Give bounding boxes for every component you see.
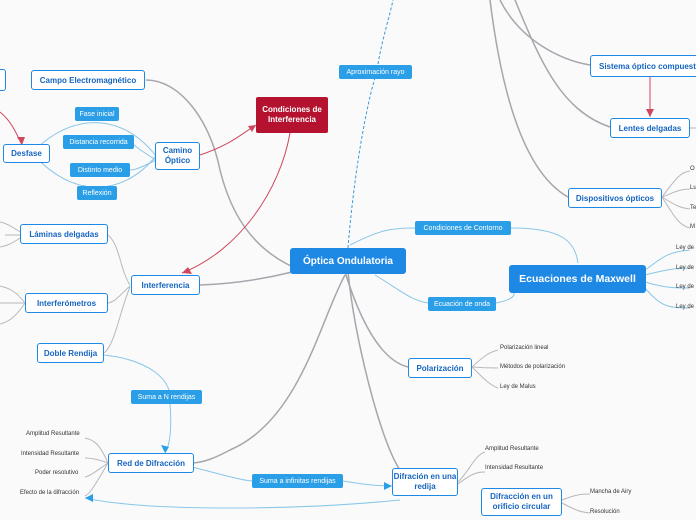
condiciones-contorno-pill[interactable]: Condiciones de Contorno — [415, 221, 511, 235]
central-topic[interactable]: Óptica Ondulatoria — [290, 248, 406, 274]
maxwell-leaf-1[interactable]: Ley de — [676, 245, 695, 251]
orificio-leaf-airy[interactable]: Mancha de Airy — [590, 489, 632, 495]
doble-rendija-node[interactable]: Doble Rendija — [37, 343, 104, 363]
link-central-difraccion — [347, 271, 401, 471]
dispositivos-opticos-node[interactable]: Dispositivos ópticos — [568, 188, 662, 208]
difraccion-orificio-node[interactable]: Difracción en un orificio circular — [481, 488, 562, 516]
maxwell-leaf-3[interactable]: Ley de — [676, 284, 695, 290]
link-central-campo — [145, 79, 301, 271]
link-maxwell-ley3 — [644, 281, 691, 289]
link-contorno-maxwell — [510, 227, 579, 264]
red-difraccion-node[interactable]: Red de Difracción — [108, 453, 194, 473]
link-dashed-aproximacion — [347, 0, 394, 249]
difraccion-rendija-node[interactable]: Difración en una redija — [392, 468, 458, 496]
difr-leaf-amplitud[interactable]: Amplitud Resultante — [485, 446, 539, 452]
dispositivos-leaf-3[interactable]: Te — [690, 205, 696, 211]
link-offscreen-desfase — [0, 111, 23, 146]
link-difr-efecto — [84, 497, 401, 509]
aproximacion-rayo-pill[interactable]: Aproximación rayo — [339, 65, 412, 79]
sistema-optico-node[interactable]: Sistema óptico compuesto — [590, 55, 696, 77]
ecuacion-onda-pill[interactable]: Ecuación de onda — [428, 297, 496, 311]
link-laminas-leaves — [0, 221, 21, 248]
red-leaf-intensidad[interactable]: Intensidad Resultante — [21, 451, 80, 457]
interferometros-node[interactable]: Interferómetros — [25, 293, 108, 313]
link-maxwell-ley2 — [644, 267, 691, 276]
maxwell-equations-node[interactable]: Ecuaciones de Maxwell — [509, 265, 646, 293]
link-top-sistema — [499, 0, 591, 66]
link-central-polarizacion — [344, 271, 409, 368]
link-polar-leaves — [471, 349, 499, 389]
link-interf-leaves — [0, 285, 26, 325]
maxwell-leaf-2[interactable]: Ley de — [676, 265, 695, 271]
link-orificio-leaves — [561, 493, 591, 514]
condiciones-interferencia-node[interactable]: Condiciones de Interferencia — [256, 97, 328, 133]
polarizacion-node[interactable]: Polarización — [408, 358, 472, 378]
link-difr-leaves — [457, 451, 486, 485]
link-red-sumainf — [187, 465, 253, 482]
suma-n-rendijas-pill[interactable]: Suma a N rendijas — [131, 390, 202, 404]
link-camino-desfase-top — [34, 122, 157, 157]
maxwell-leaf-4[interactable]: Ley de — [676, 304, 695, 310]
pill-fase-inicial[interactable]: Fase inicial — [75, 107, 119, 121]
red-leaf-poder[interactable]: Poder resolutivo — [35, 470, 79, 476]
polar-leaf-metodos[interactable]: Métodos de polarización — [500, 364, 566, 370]
offscreen-node-left[interactable] — [0, 69, 6, 91]
pill-reflexion[interactable]: Reflexión — [77, 186, 117, 200]
link-interf-laminas — [107, 234, 131, 286]
link-red-leaves — [84, 437, 109, 497]
link-camino-medio — [129, 159, 157, 171]
arrowheads — [17, 109, 654, 274]
polar-leaf-lineal[interactable]: Polarización lineal — [500, 345, 549, 351]
link-central-red — [192, 274, 346, 464]
link-central-ecuacion — [374, 274, 429, 304]
desfase-node[interactable]: Desfase — [3, 144, 50, 163]
orificio-leaf-resolucion[interactable]: Resolución — [590, 509, 620, 515]
suma-infinitas-pill[interactable]: Suma a infinitas rendijas — [252, 474, 343, 488]
lentes-delgadas-node[interactable]: Lentes delgadas — [610, 118, 690, 138]
camino-optico-node[interactable]: Camino Óptico — [155, 142, 200, 170]
link-interf-interferometros — [107, 285, 131, 304]
dispositivos-leaf-2[interactable]: Lu — [690, 185, 696, 191]
link-maxwell-ley1 — [644, 249, 691, 271]
link-central-interferencia — [199, 271, 293, 286]
pill-distancia-recorrida[interactable]: Distancia recorrida — [63, 135, 134, 149]
link-dispositivos-leaves — [661, 170, 691, 229]
link-sumaN-red — [164, 403, 172, 454]
polar-leaf-malus[interactable]: Ley de Malus — [500, 384, 536, 390]
red-leaf-efecto[interactable]: Efecto de la difracción — [20, 490, 80, 496]
campo-electromagnetico-node[interactable]: Campo Electromagnético — [31, 70, 145, 90]
pill-distinto-medio[interactable]: Distinto medio — [70, 163, 130, 177]
link-camino-condiciones — [199, 124, 257, 156]
dispositivos-leaf-1[interactable]: O — [690, 166, 695, 172]
link-central-contorno — [349, 227, 416, 246]
red-leaf-amplitud[interactable]: Amplitud Resultante — [26, 431, 80, 437]
dispositivos-leaf-4[interactable]: M — [690, 224, 695, 230]
link-interf-doble — [103, 286, 131, 354]
laminas-delgadas-node[interactable]: Láminas delgadas — [20, 224, 108, 244]
interferencia-node[interactable]: Interferencia — [131, 275, 200, 295]
link-condiciones-interferencia — [181, 132, 291, 274]
link-top-dispositivos — [489, 0, 569, 198]
link-top-lentes — [514, 0, 611, 128]
link-maxwell-ley4 — [644, 287, 691, 309]
difr-leaf-intensidad[interactable]: Intensidad Resultante — [485, 465, 544, 471]
